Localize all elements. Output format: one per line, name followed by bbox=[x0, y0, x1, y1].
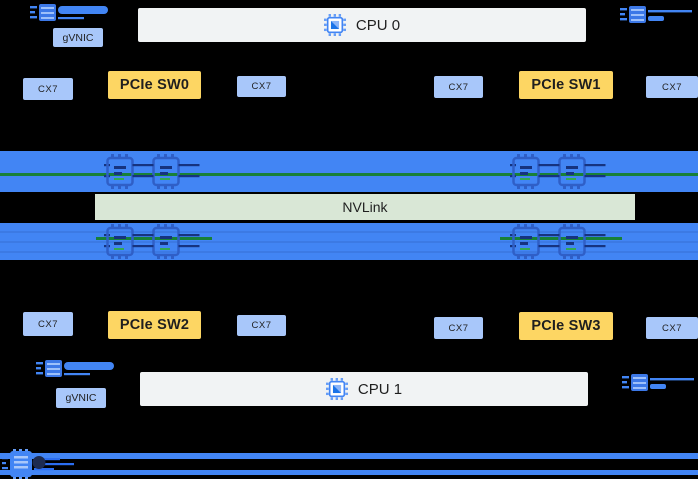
cx7-nic-box-7: CX7 bbox=[434, 317, 483, 339]
cpu-chip-icon bbox=[323, 14, 346, 36]
gvnic-box-bottom: gVNIC bbox=[56, 388, 106, 408]
pcie-switch-box-1: PCIe SW1 bbox=[519, 71, 613, 99]
cpu0-box: CPU 0 bbox=[138, 8, 586, 42]
cx7-nic-box-6: CX7 bbox=[237, 315, 286, 336]
cx7-label: CX7 bbox=[662, 322, 682, 334]
nvlink-band: NVLink bbox=[95, 194, 635, 220]
gvnic-box-top: gVNIC bbox=[53, 28, 103, 47]
cx7-nic-box-3: CX7 bbox=[434, 76, 483, 98]
pcie-switch-label: PCIe SW3 bbox=[531, 318, 601, 334]
cx7-label: CX7 bbox=[38, 83, 58, 95]
cx7-label: CX7 bbox=[38, 318, 58, 330]
speed-lines-icon bbox=[36, 360, 114, 377]
decorative-dot bbox=[32, 456, 46, 469]
cx7-nic-box-2: CX7 bbox=[237, 76, 286, 97]
cx7-nic-box-4: CX7 bbox=[646, 76, 698, 98]
speed-lines-icon bbox=[622, 374, 694, 391]
cpu1-label: CPU 1 bbox=[357, 380, 403, 398]
pcie-switch-box-2: PCIe SW2 bbox=[108, 311, 201, 339]
bottom-rail-top-bar bbox=[0, 453, 698, 459]
gvnic-label: gVNIC bbox=[62, 31, 94, 44]
speed-lines-icon bbox=[620, 6, 692, 23]
nvlink-label: NVLink bbox=[342, 199, 388, 215]
cpu0-label: CPU 0 bbox=[355, 16, 401, 34]
cx7-label: CX7 bbox=[662, 81, 682, 93]
cpu-chip-icon bbox=[325, 378, 348, 400]
nvlink-line bbox=[500, 237, 622, 240]
cx7-nic-box-8: CX7 bbox=[646, 317, 698, 339]
gvnic-label: gVNIC bbox=[65, 392, 97, 404]
gpu-chip-icon-group bbox=[104, 224, 200, 259]
pcie-switch-label: PCIe SW2 bbox=[119, 317, 190, 333]
nvlink-line bbox=[0, 173, 698, 176]
cpu1-box: CPU 1 bbox=[140, 372, 588, 406]
nic-card-icon bbox=[2, 449, 74, 479]
cx7-label: CX7 bbox=[251, 320, 272, 331]
cx7-label: CX7 bbox=[251, 81, 272, 92]
gpu-band-top bbox=[0, 151, 698, 192]
cx7-nic-box-1: CX7 bbox=[23, 78, 73, 100]
speed-lines-icon bbox=[30, 4, 108, 21]
pcie-switch-box-3: PCIe SW3 bbox=[519, 312, 613, 340]
gpu-chip-icon-group bbox=[510, 224, 606, 259]
gpu-chip-icon-group bbox=[104, 154, 200, 189]
pcie-switch-label: PCIe SW0 bbox=[119, 77, 190, 93]
pcie-switch-box-0: PCIe SW0 bbox=[108, 71, 201, 99]
gpu-chip-icon-group bbox=[510, 154, 606, 189]
pcie-switch-label: PCIe SW1 bbox=[531, 77, 601, 93]
cx7-label: CX7 bbox=[448, 322, 469, 334]
bottom-rail-bottom-bar bbox=[0, 470, 698, 475]
gpu-band-bottom bbox=[0, 223, 698, 260]
cx7-label: CX7 bbox=[448, 81, 469, 93]
cx7-nic-box-5: CX7 bbox=[23, 312, 73, 336]
